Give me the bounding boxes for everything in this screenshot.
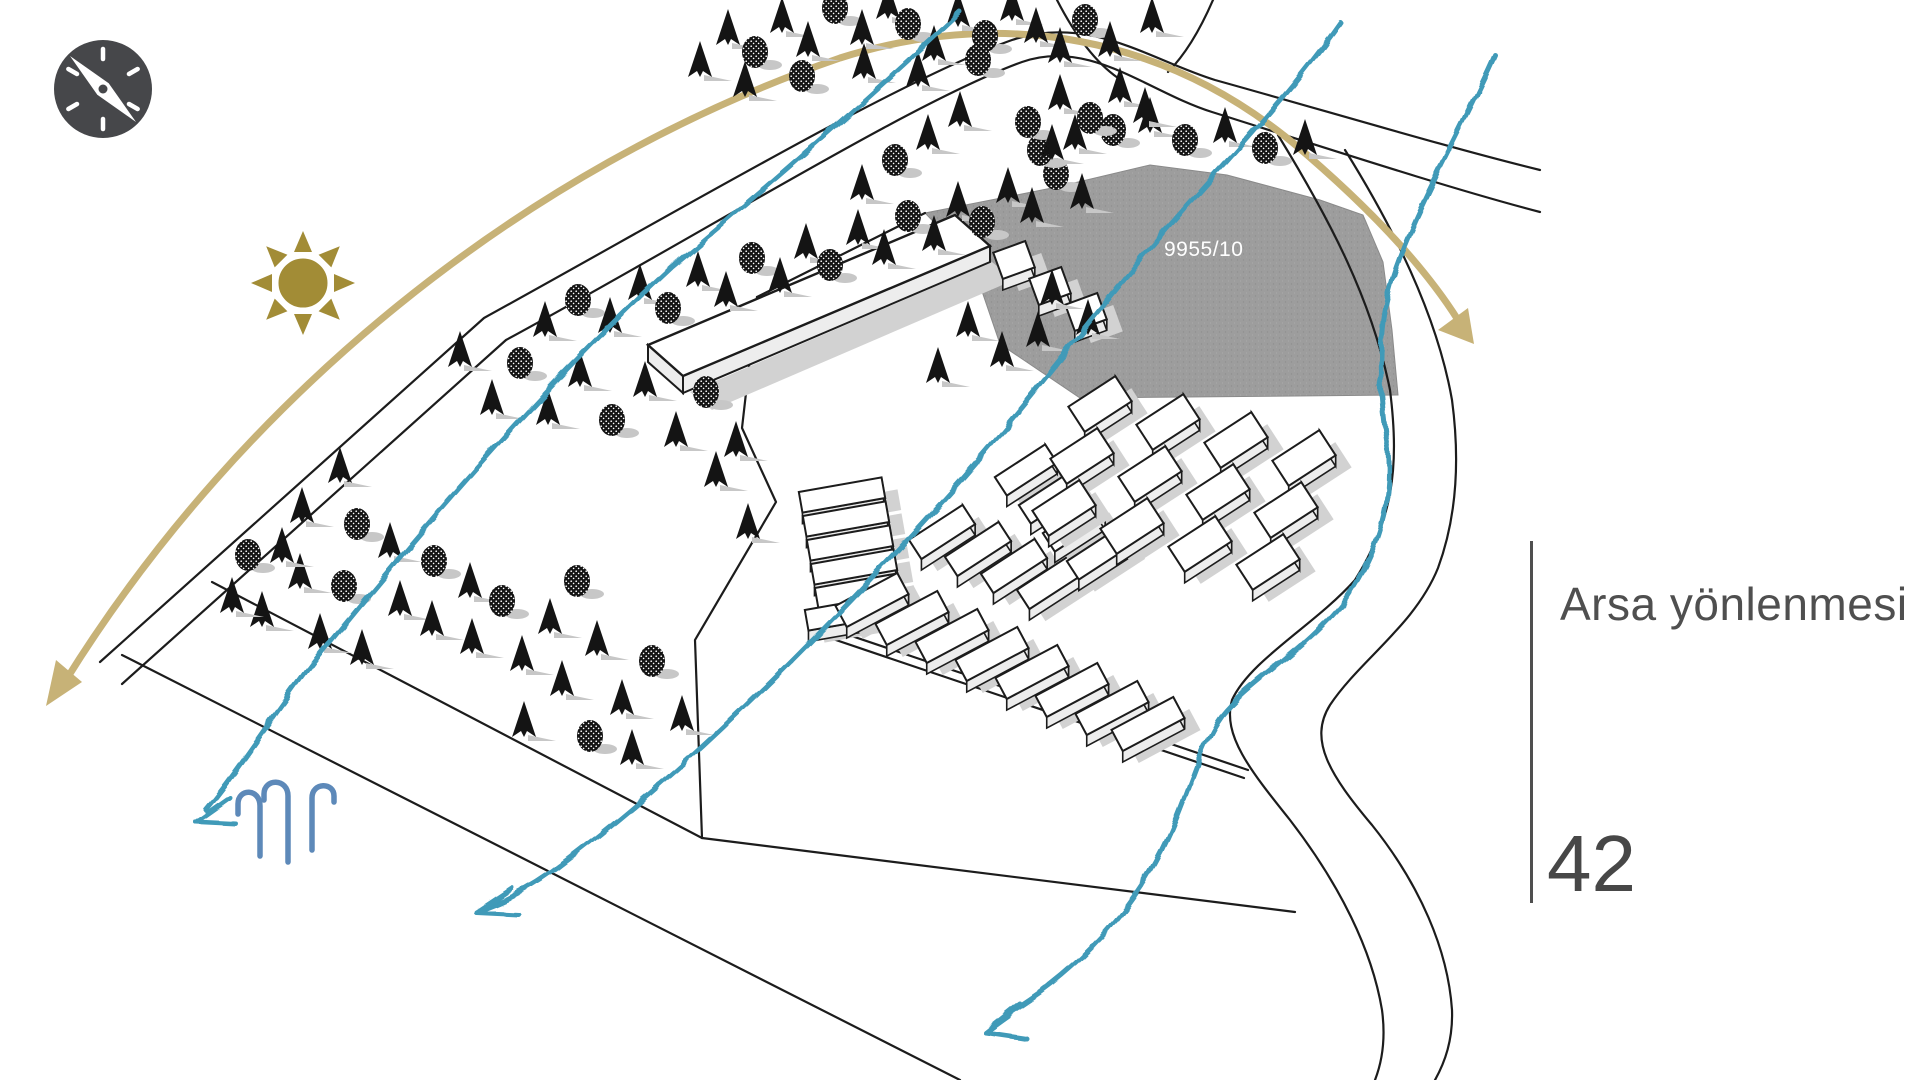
sun-path-arc <box>46 30 1474 706</box>
wind-flow-arrows <box>193 9 1498 1041</box>
housing-blocks <box>797 239 1352 764</box>
page-number: 42 <box>1547 819 1636 908</box>
trees <box>220 0 1337 769</box>
page-title: Arsa yönlenmesi <box>1560 578 1908 630</box>
parcel-id-label: 9955/10 <box>1164 238 1244 261</box>
compass-icon <box>54 40 152 138</box>
large-building <box>645 213 1014 410</box>
sun-icon <box>251 231 355 335</box>
wind-icon <box>235 779 337 865</box>
side-title-rule <box>1530 541 1533 903</box>
